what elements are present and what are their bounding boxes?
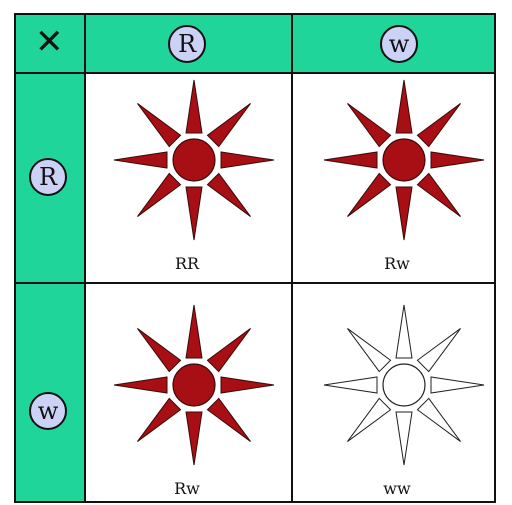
petal-ray: [430, 376, 485, 394]
petal-ray: [395, 186, 413, 241]
petal-ray: [220, 376, 275, 394]
petal-ray: [347, 397, 392, 442]
grid-line: [16, 282, 494, 284]
red-flower-icon: [113, 79, 275, 241]
petal-ray: [185, 79, 203, 134]
petal-ray: [206, 172, 251, 217]
petal-ray: [113, 151, 168, 169]
petal-ray: [430, 151, 485, 169]
petal-ray: [185, 304, 203, 359]
column-allele-2: w: [380, 25, 418, 63]
row-allele-1: R: [29, 158, 67, 196]
punnett-square: ✕ R w R w RR Rw Rw ww: [14, 13, 496, 503]
genotype-label: ww: [383, 479, 411, 498]
flower-center: [172, 138, 216, 182]
petal-ray: [323, 151, 378, 169]
grid-line: [16, 72, 494, 74]
petal-ray: [206, 397, 251, 442]
petal-ray: [416, 397, 461, 442]
grid-line: [84, 15, 86, 501]
petal-ray: [206, 328, 251, 373]
header-row: [16, 15, 494, 72]
petal-ray: [347, 328, 392, 373]
red-flower-icon: [323, 79, 485, 241]
petal-ray: [323, 376, 378, 394]
petal-ray: [395, 79, 413, 134]
petal-ray: [185, 411, 203, 466]
cross-symbol: ✕: [35, 22, 64, 62]
genotype-label: Rw: [174, 479, 200, 498]
petal-ray: [416, 103, 461, 148]
petal-ray: [206, 103, 251, 148]
petal-ray: [137, 328, 182, 373]
petal-ray: [416, 172, 461, 217]
white-flower-icon: [323, 304, 485, 466]
petal-ray: [137, 397, 182, 442]
petal-ray: [395, 411, 413, 466]
column-allele-1: R: [168, 25, 206, 63]
petal-ray: [185, 186, 203, 241]
red-flower-icon: [113, 304, 275, 466]
petal-ray: [416, 328, 461, 373]
flower-center: [382, 363, 426, 407]
grid-line: [291, 15, 293, 501]
petal-ray: [347, 172, 392, 217]
flower-center: [382, 138, 426, 182]
petal-ray: [137, 103, 182, 148]
flower-center: [172, 363, 216, 407]
petal-ray: [113, 376, 168, 394]
petal-ray: [137, 172, 182, 217]
petal-ray: [220, 151, 275, 169]
petal-ray: [395, 304, 413, 359]
genotype-label: RR: [174, 254, 200, 273]
genotype-label: Rw: [384, 254, 410, 273]
petal-ray: [347, 103, 392, 148]
row-allele-2: w: [29, 392, 67, 430]
